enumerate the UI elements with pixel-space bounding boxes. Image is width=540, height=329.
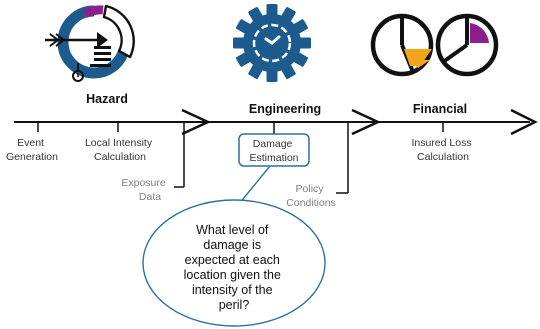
callout-question: What level of damage is expected at each…	[184, 223, 285, 312]
pie-charts-icon	[370, 13, 499, 77]
hazard-gauge-icon	[45, 4, 135, 82]
step-insured-loss-calculation: Insured Loss Calculation	[411, 137, 474, 163]
flow-line	[14, 108, 538, 194]
step-local-intensity-calculation: Local Intensity Calculation	[85, 137, 155, 163]
stage-title-hazard: Hazard	[86, 92, 128, 106]
input-policy-conditions: Policy Conditions	[286, 183, 336, 209]
step-damage-estimation: Damage Estimation	[249, 138, 298, 164]
step-event-generation: Event Generation	[6, 137, 58, 163]
damage-estimation-box	[238, 133, 310, 167]
input-exposure-data: Exposure Data	[121, 177, 168, 203]
callout-bubble	[142, 199, 326, 327]
stage-title-engineering: Engineering	[249, 102, 321, 116]
stage-title-financial: Financial	[413, 102, 467, 116]
gear-clock-icon	[233, 4, 311, 82]
